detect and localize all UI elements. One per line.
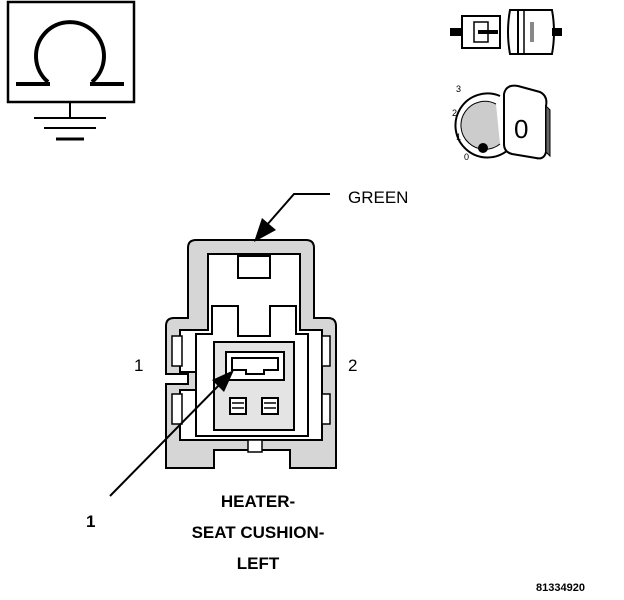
callout-number: 1 (86, 512, 96, 531)
cavity-label-1: 1 (134, 356, 144, 375)
switch-position-2: 2 (452, 108, 458, 118)
wire-color-leader (254, 193, 330, 242)
switch-position-0: 0 (464, 152, 470, 162)
connector-disconnected-icon (450, 9, 562, 55)
ohmmeter-symbol-icon (6, 0, 136, 141)
callout-leader (109, 370, 234, 497)
switch-knob-label: 0 (514, 114, 529, 144)
connector-caption-line1: HEATER- (220, 492, 296, 511)
connector-housing (165, 239, 337, 469)
wire-color-label: GREEN (348, 188, 409, 207)
connector-caption-line3: LEFT (236, 554, 280, 573)
switch-position-3: 3 (456, 84, 462, 94)
connector-caption-line2: SEAT CUSHION- (191, 523, 325, 542)
cavity-label-2: 2 (348, 356, 358, 375)
ignition-switch-icon (454, 84, 551, 160)
figure-number: 81334920 (536, 582, 585, 594)
switch-position-1: 1 (456, 132, 462, 142)
